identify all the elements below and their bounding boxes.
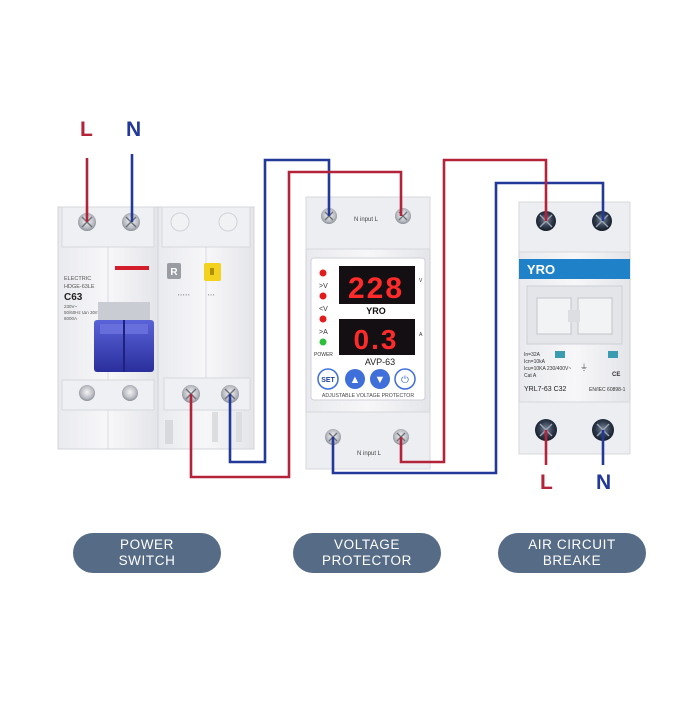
breaker-model: YRL7-63 C32	[524, 386, 567, 393]
breaker-brand: YRO	[527, 262, 555, 277]
air-circuit-breaker-caption-line2: BREAKE	[542, 553, 602, 568]
wire-live-switch-to-protector	[189, 170, 403, 479]
power-switch-model: HDGE-63LE	[64, 284, 95, 290]
voltage-protector-caption-line1: VOLTAGE	[334, 537, 400, 552]
protector-brand: YRO	[366, 306, 386, 316]
voltage-protector-device: N input L >V <V >A POWER 228 V YRO 0.3 A…	[305, 196, 431, 470]
down-button[interactable]: ▼	[370, 369, 390, 389]
power-button[interactable]: ⏻	[394, 368, 416, 390]
switch-handle[interactable]	[94, 302, 154, 372]
breaker-spec-1: In=32A	[524, 352, 541, 358]
power-switch-caption-line1: POWER	[119, 537, 174, 552]
wire-live-protector-to-breaker	[399, 158, 548, 464]
power-switch-spec-3: 6000A	[64, 316, 77, 321]
air-circuit-breaker-caption: AIR CIRCUIT BREAKE	[498, 533, 646, 573]
power-switch-caption-line2: SWITCH	[118, 553, 176, 568]
power-switch-spec-2: 50/60Hz	[64, 310, 82, 315]
voltage-display-value: 228	[348, 272, 404, 305]
voltage-protector-caption-line2: PROTECTOR	[322, 553, 412, 568]
svg-text:CE: CE	[612, 372, 620, 378]
wire-neutral-switch-to-protector	[228, 158, 331, 464]
protector-model: AVP-63	[365, 357, 395, 367]
voltage-protector-caption: VOLTAGE PROTECTOR	[293, 533, 441, 573]
up-arrow-icon: ▲	[350, 374, 361, 386]
breaker-spec-4: Cat A	[524, 373, 537, 379]
input-neutral-label: N	[126, 118, 142, 141]
trip-indicator-strip	[115, 266, 149, 270]
test-button-label: R	[170, 267, 178, 278]
power-switch-caption: POWER SWITCH	[73, 533, 221, 573]
air-circuit-breaker-caption-line1: AIR CIRCUIT	[528, 537, 616, 552]
breaker-spec-3: Icu=10KA 230/400V~	[524, 366, 571, 372]
input-live-label: L	[80, 118, 93, 141]
voltage-display-unit: V	[419, 278, 423, 284]
current-display-unit: A	[419, 332, 423, 338]
breaker-status-window-left	[555, 351, 565, 358]
up-button[interactable]: ▲	[345, 369, 365, 389]
svg-text:▪ ▪ ▪: ▪ ▪ ▪	[208, 292, 215, 297]
power-switch-brand: ELECTRIC	[64, 276, 91, 282]
breaker-status-window-right	[608, 351, 618, 358]
power-switch-device: ELECTRIC HDGE-63LE C63 230V~ 50/60Hz 600…	[57, 206, 255, 450]
breaker-brand-band	[519, 259, 630, 279]
test-button[interactable]	[167, 263, 181, 279]
protector-top-label: N input L	[354, 217, 379, 223]
air-circuit-breaker-device: YRO In=32A Icn=10kA Icu=10KA 230/400V~ C…	[518, 201, 631, 455]
power-icon: ⏻	[401, 375, 409, 386]
breaker-spec-2: Icn=10kA	[524, 359, 546, 365]
wire-neutral-protector-to-breaker	[331, 181, 605, 475]
protector-caption: ADJUSTABLE VOLTAGE PROTECTOR	[322, 393, 414, 399]
indicator-leds: >V <V >A POWER	[314, 269, 333, 358]
current-display	[339, 319, 415, 355]
indicator-over-voltage: >V	[319, 283, 328, 290]
current-display-value: 0.3	[354, 324, 399, 355]
protector-bottom-label: N input L	[357, 451, 382, 457]
voltage-display	[339, 266, 415, 304]
breaker-handle-left[interactable]	[536, 297, 572, 335]
svg-text:⏚: ⏚	[580, 363, 588, 372]
down-arrow-icon: ▼	[375, 374, 386, 386]
breaker-handle-right[interactable]	[577, 297, 613, 335]
wiring	[85, 154, 605, 479]
set-button-label: SET	[321, 377, 335, 384]
power-switch-spec-4: IΔn 30mA	[82, 310, 102, 315]
power-switch-rating: C63	[64, 292, 83, 303]
indicator-under-voltage: <V	[319, 306, 328, 313]
set-button[interactable]: SET	[317, 368, 339, 390]
breaker-standard: EN/IEC 60898-1	[589, 387, 626, 393]
output-live-label: L	[540, 471, 553, 494]
indicator-power: POWER	[314, 352, 333, 358]
indicator-over-current: >A	[319, 329, 328, 336]
output-neutral-label: N	[596, 471, 612, 494]
svg-text:▪ ▪ ▪ ▪ ▪: ▪ ▪ ▪ ▪ ▪	[178, 292, 190, 297]
power-switch-spec-1: 230V~	[64, 304, 78, 309]
